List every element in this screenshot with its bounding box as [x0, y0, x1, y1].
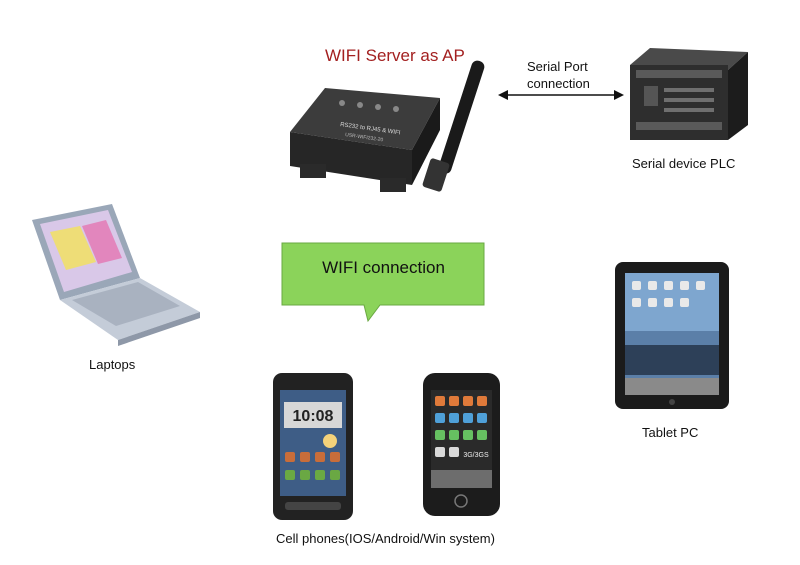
wifi-bubble: [281, 242, 485, 323]
diagram-title: WIFI Server as AP: [325, 46, 465, 65]
laptop-label: Laptops: [89, 357, 136, 372]
android-phone: 10:08: [273, 373, 353, 520]
serial-port-line1: Serial Port: [527, 59, 588, 74]
serial-port-line2: connection: [527, 76, 590, 91]
plc-label: Serial device PLC: [632, 156, 736, 171]
tablet-label: Tablet PC: [642, 425, 699, 440]
wifi-server-device: RS232 to RJ45 & WIFI USR-WIFI232-20: [290, 60, 485, 192]
tablet-device: [615, 262, 729, 409]
phones-label: Cell phones(IOS/Android/Win system): [276, 531, 495, 546]
laptop-device: [32, 204, 200, 346]
server-sub-text: USR-WIFI232-20: [345, 132, 384, 143]
serial-port-label: Serial Port connection: [527, 58, 590, 92]
wifi-connection-label: WIFI connection: [322, 258, 445, 277]
iphone-device: 3G/3GS: [423, 373, 500, 516]
serial-double-arrow: [498, 90, 624, 100]
iphone-badge-text: 3G/3GS: [463, 452, 489, 459]
plc-device: [630, 48, 748, 140]
clock-text: 10:08: [293, 408, 334, 425]
